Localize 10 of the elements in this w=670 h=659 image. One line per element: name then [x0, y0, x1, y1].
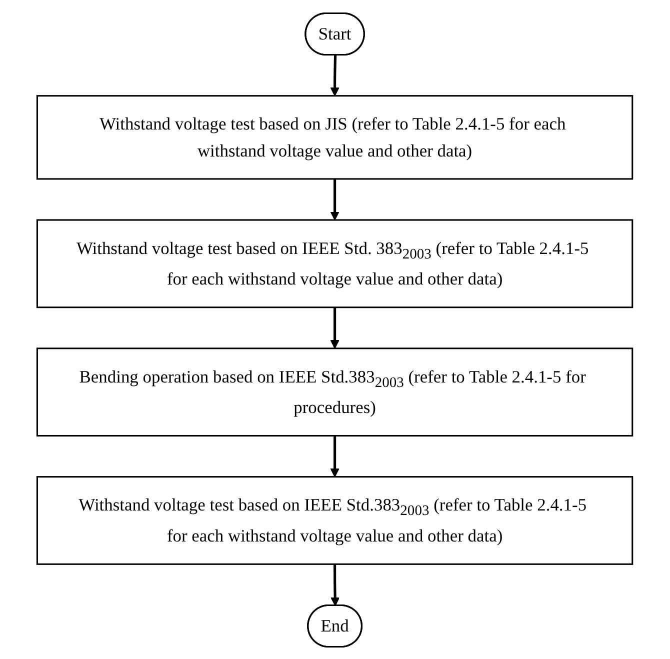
- node-box: [36, 476, 634, 564]
- arrow: [330, 54, 340, 96]
- flowchart-drawing: Start Withstand voltage test based on JIS (refer to Table 2.4.1-5 for each withstand voltage value and other data) Withstand voltage test based on IEEE Std. 383$_{2003}$ (refer to Table 2.4.1-5 for each withstand voltage value and other data) Bending operation based on IEEE Std.383$_{2003}$ (refer to Table 2.4.1-5 for procedures) Withstand voltage test based on IEEE Std.383$_{2003}$ (refer to Table 2.4.1-5 for each withstand voltage value and other data) End: [29, 4, 641, 654]
- arrow: [330, 435, 340, 477]
- arrow: [330, 564, 340, 606]
- node-box: [36, 347, 634, 436]
- node-box: [36, 218, 634, 308]
- node-box: [36, 94, 634, 180]
- arrow: [330, 178, 340, 220]
- arrow: [330, 306, 340, 348]
